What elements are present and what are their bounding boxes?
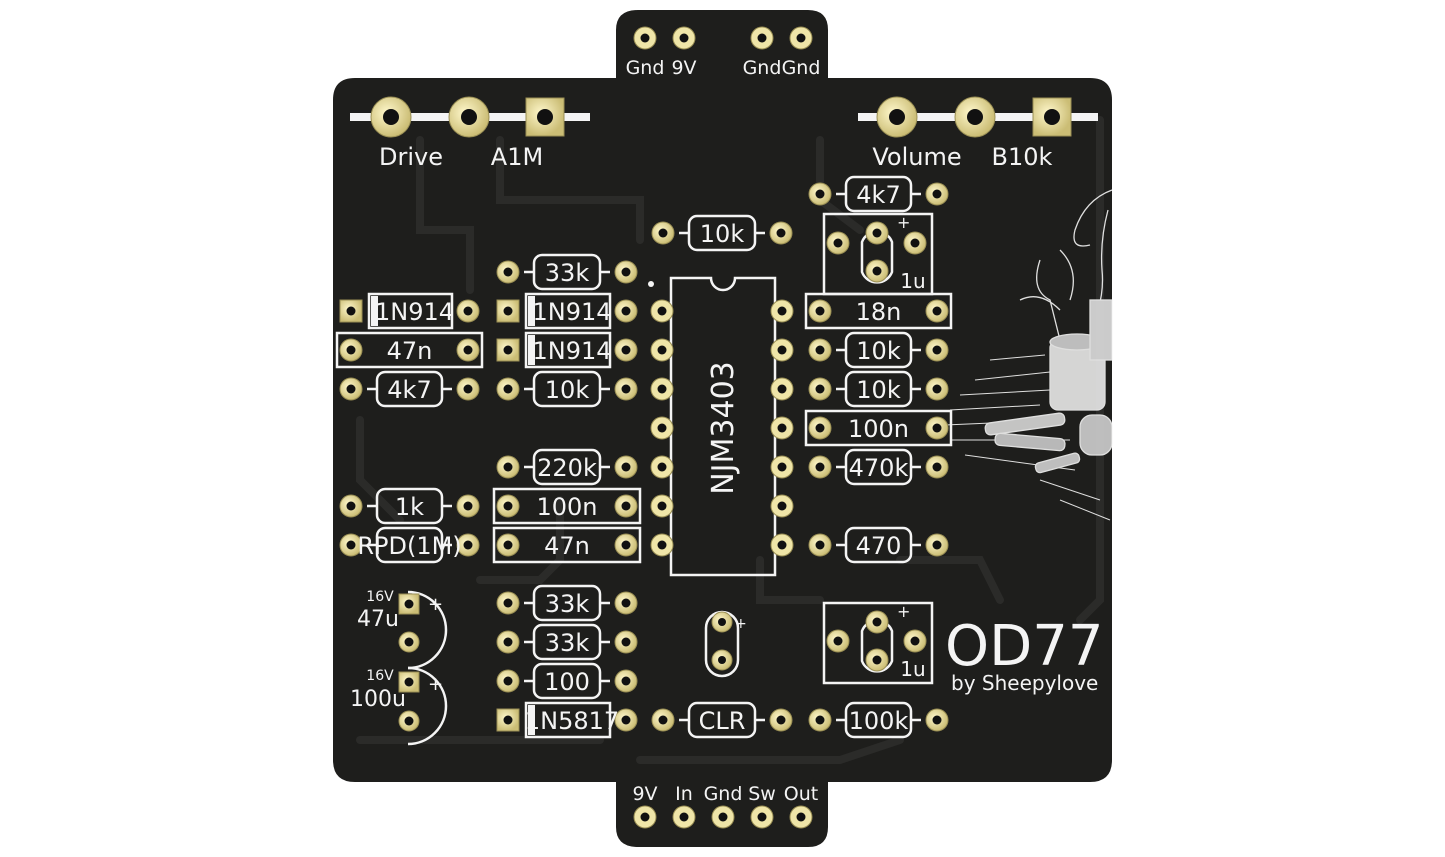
cap-value: 1u bbox=[900, 269, 925, 293]
plus-sign: + bbox=[428, 674, 443, 695]
component-label: 4k7 bbox=[856, 181, 900, 209]
component-label: 1N5817 bbox=[525, 707, 619, 735]
component-label: 4k7 bbox=[387, 376, 431, 404]
top-pin-label: Gnd bbox=[743, 57, 782, 79]
mid-component[interactable]: 47n bbox=[492, 526, 642, 564]
bottom-pin-label: Sw bbox=[748, 783, 776, 805]
component-label: 1k bbox=[395, 493, 424, 521]
board-name: OD77 bbox=[945, 614, 1103, 679]
cap-voltage: 16V bbox=[366, 668, 394, 684]
clr-led[interactable]: + bbox=[704, 610, 747, 678]
mid-component[interactable]: 33k bbox=[496, 623, 638, 661]
component-label: 100k bbox=[849, 707, 909, 735]
cap-100u[interactable]: + 16V 100u bbox=[350, 666, 448, 746]
top-pin-label: Gnd bbox=[626, 57, 665, 79]
volume-label: Volume bbox=[872, 143, 961, 171]
component-sketch-art bbox=[944, 189, 1113, 521]
ic-njm3403[interactable]: NJM3403 bbox=[648, 276, 794, 577]
right-component[interactable]: 4k7 bbox=[808, 175, 949, 213]
cap-value: 1u bbox=[900, 657, 925, 681]
volume-pot[interactable]: Volume B10k bbox=[858, 96, 1098, 171]
right-component[interactable]: 100n bbox=[804, 409, 953, 447]
bottom-pin-label: 9V bbox=[632, 783, 657, 805]
plus-sign: + bbox=[897, 213, 910, 232]
mid-component[interactable]: 220k bbox=[496, 448, 638, 486]
mid-component[interactable]: 10k bbox=[496, 370, 638, 408]
component-label: 33k bbox=[545, 259, 590, 287]
bottom-pin-label: Gnd bbox=[704, 783, 743, 805]
plus-sign: + bbox=[735, 616, 747, 632]
left-component[interactable]: RPD(1M) bbox=[339, 526, 480, 564]
plus-sign: + bbox=[897, 602, 910, 621]
component-label: 100n bbox=[848, 415, 909, 443]
top-pin-label: 9V bbox=[671, 57, 696, 79]
cap-47u[interactable]: + 16V 47u bbox=[357, 589, 448, 670]
left-component[interactable]: 1k bbox=[339, 487, 480, 525]
bottom-pin-label: In bbox=[675, 783, 693, 805]
right-component[interactable]: 10k bbox=[808, 370, 949, 408]
right-component[interactable]: 470 bbox=[808, 526, 949, 564]
component-label: 47n bbox=[387, 337, 433, 365]
component-label: 220k bbox=[537, 454, 597, 482]
board-author: by Sheepylove bbox=[951, 671, 1098, 695]
top-pin-label: Gnd bbox=[782, 57, 821, 79]
component-label: 470 bbox=[856, 532, 902, 560]
component-label: 100n bbox=[536, 493, 597, 521]
component-label: RPD(1M) bbox=[357, 532, 461, 560]
mid-component[interactable]: 1N914 bbox=[496, 331, 638, 369]
component-label: 10k bbox=[856, 337, 901, 365]
left-component[interactable]: 1N914 bbox=[339, 292, 480, 330]
right-component[interactable]: 10k bbox=[808, 331, 949, 369]
mid-component[interactable]: 33k bbox=[496, 253, 638, 291]
component-label: 10k bbox=[545, 376, 590, 404]
cap-value: 47u bbox=[357, 607, 399, 632]
component-label: 1N914 bbox=[532, 298, 611, 326]
component-label: CLR bbox=[699, 707, 746, 735]
right-component[interactable]: 18n bbox=[804, 292, 953, 330]
component-label: 100 bbox=[544, 668, 590, 696]
component-label: 33k bbox=[545, 590, 590, 618]
right-component[interactable]: 470k bbox=[808, 448, 949, 486]
left-component[interactable]: 47n bbox=[335, 331, 484, 369]
bottom-pin-label: Out bbox=[784, 783, 818, 805]
top-center-component[interactable]: 10k bbox=[651, 214, 793, 252]
right-component[interactable]: 100k bbox=[808, 701, 949, 739]
top-header-pins[interactable] bbox=[633, 26, 813, 50]
cap-1u-top[interactable]: + 1u bbox=[822, 212, 934, 296]
drive-pot[interactable]: Drive A1M bbox=[350, 96, 590, 171]
component-label: 33k bbox=[545, 629, 590, 657]
drive-value: A1M bbox=[491, 143, 543, 171]
left-component[interactable]: 4k7 bbox=[339, 370, 480, 408]
mid-component[interactable]: 1N5817 bbox=[496, 701, 638, 739]
component-label: 18n bbox=[856, 298, 902, 326]
component-label: 1N914 bbox=[375, 298, 454, 326]
bottom-center-component[interactable]: CLR bbox=[651, 701, 793, 739]
mid-component[interactable]: 1N914 bbox=[496, 292, 638, 330]
ic-pins bbox=[650, 299, 794, 557]
ic-label: NJM3403 bbox=[706, 361, 741, 495]
component-label: 10k bbox=[700, 220, 745, 248]
mid-component[interactable]: 100 bbox=[496, 662, 638, 700]
component-label: 470k bbox=[849, 454, 909, 482]
cap-value: 100u bbox=[350, 687, 406, 712]
bottom-header: 9V In Gnd Sw Out bbox=[632, 783, 818, 829]
component-label: 47n bbox=[544, 532, 590, 560]
volume-value: B10k bbox=[992, 143, 1053, 171]
mid-component[interactable]: 33k bbox=[496, 584, 638, 622]
top-header: Gnd 9V Gnd Gnd bbox=[626, 26, 821, 79]
mid-component[interactable]: 100n bbox=[492, 487, 642, 525]
cap-1u-bottom[interactable]: + 1u bbox=[822, 601, 934, 685]
drive-label: Drive bbox=[379, 143, 443, 171]
component-label: 1N914 bbox=[532, 337, 611, 365]
copper-traces bbox=[356, 116, 1104, 764]
cap-voltage: 16V bbox=[366, 589, 394, 605]
bottom-header-pins[interactable] bbox=[633, 805, 813, 829]
component-label: 10k bbox=[856, 376, 901, 404]
plus-sign: + bbox=[428, 594, 443, 615]
